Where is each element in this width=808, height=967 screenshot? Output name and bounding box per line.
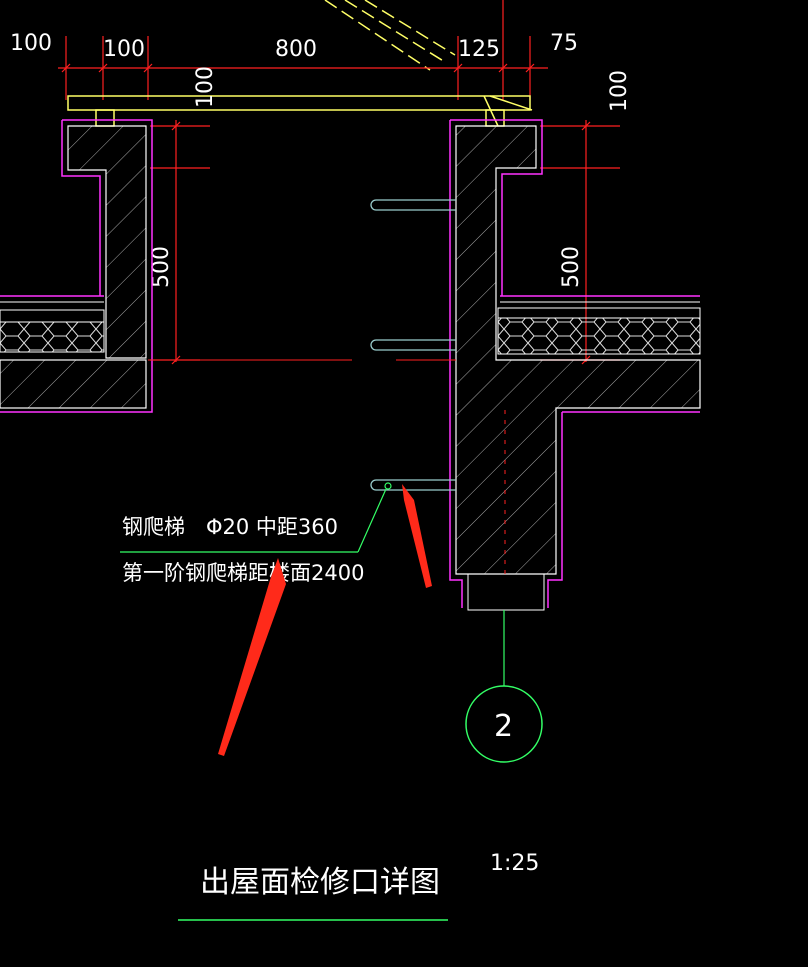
- dim-upstand-left: 500: [149, 246, 174, 288]
- annotation-line-2: 第一阶钢爬梯距楼面2400: [122, 561, 364, 585]
- dim-top-4: 125: [458, 37, 500, 62]
- hatch-cover-diagonal: [324, 0, 456, 71]
- left-roof-layers: [0, 295, 147, 409]
- dim-slab-right: 100: [607, 70, 632, 112]
- detail-tag-number: 2: [494, 709, 513, 744]
- dim-slab-left: 100: [193, 66, 218, 108]
- ladder-rungs: [370, 199, 456, 491]
- annotation-line-1: 钢爬梯 Φ20 中距360: [122, 515, 338, 539]
- left-upstand-dimension: [150, 120, 210, 365]
- right-roof-layers: [497, 295, 701, 355]
- dim-top-2: 100: [103, 37, 145, 62]
- dim-top-5: 75: [550, 31, 578, 56]
- red-arrows: [218, 484, 432, 756]
- section-lines: [148, 359, 506, 574]
- right-upstand-wall: [449, 119, 701, 611]
- dim-upstand-right: 500: [559, 246, 584, 288]
- cover-plate: [67, 95, 533, 127]
- drawing-scale: 1:25: [490, 851, 539, 876]
- dim-top-1: 100: [10, 31, 52, 56]
- dim-top-3: 800: [275, 37, 317, 62]
- drawing-title: 出屋面检修口详图: [200, 865, 440, 900]
- annotation-leader: [120, 482, 392, 553]
- top-dimension-chain: [58, 0, 548, 100]
- detail-tag: 2: [465, 610, 543, 763]
- left-upstand-wall: [0, 119, 153, 413]
